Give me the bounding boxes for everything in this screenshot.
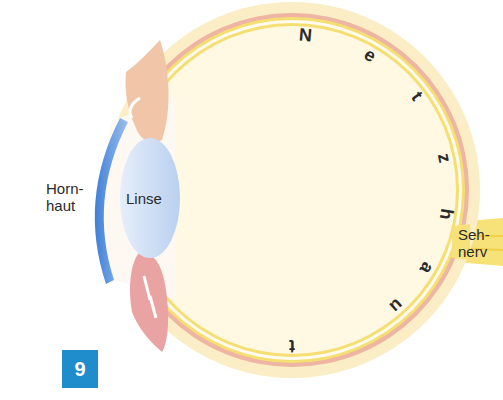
letter: a — [417, 259, 438, 277]
ciliary-body-upper — [125, 40, 168, 142]
iris-detail — [130, 98, 140, 118]
letter: h — [436, 208, 455, 222]
callout-number: 9 — [74, 358, 85, 381]
lens-label: Linse — [126, 190, 162, 207]
figure-number-box: 9 — [62, 350, 98, 388]
letter: z — [435, 151, 454, 164]
sclera — [104, 2, 480, 378]
lens — [120, 138, 180, 258]
cornea-label: Horn- haut — [46, 180, 84, 214]
letter: t — [408, 88, 426, 104]
choroid — [115, 13, 469, 367]
ciliary-body-lower — [130, 253, 168, 352]
iris-detail — [144, 276, 156, 318]
letter: N — [298, 25, 313, 44]
letter: u — [386, 296, 406, 317]
letter: e — [361, 45, 379, 66]
optic-nerve-label: Seh- nerv — [458, 226, 490, 260]
letter: t — [289, 337, 295, 355]
retina — [119, 17, 465, 363]
